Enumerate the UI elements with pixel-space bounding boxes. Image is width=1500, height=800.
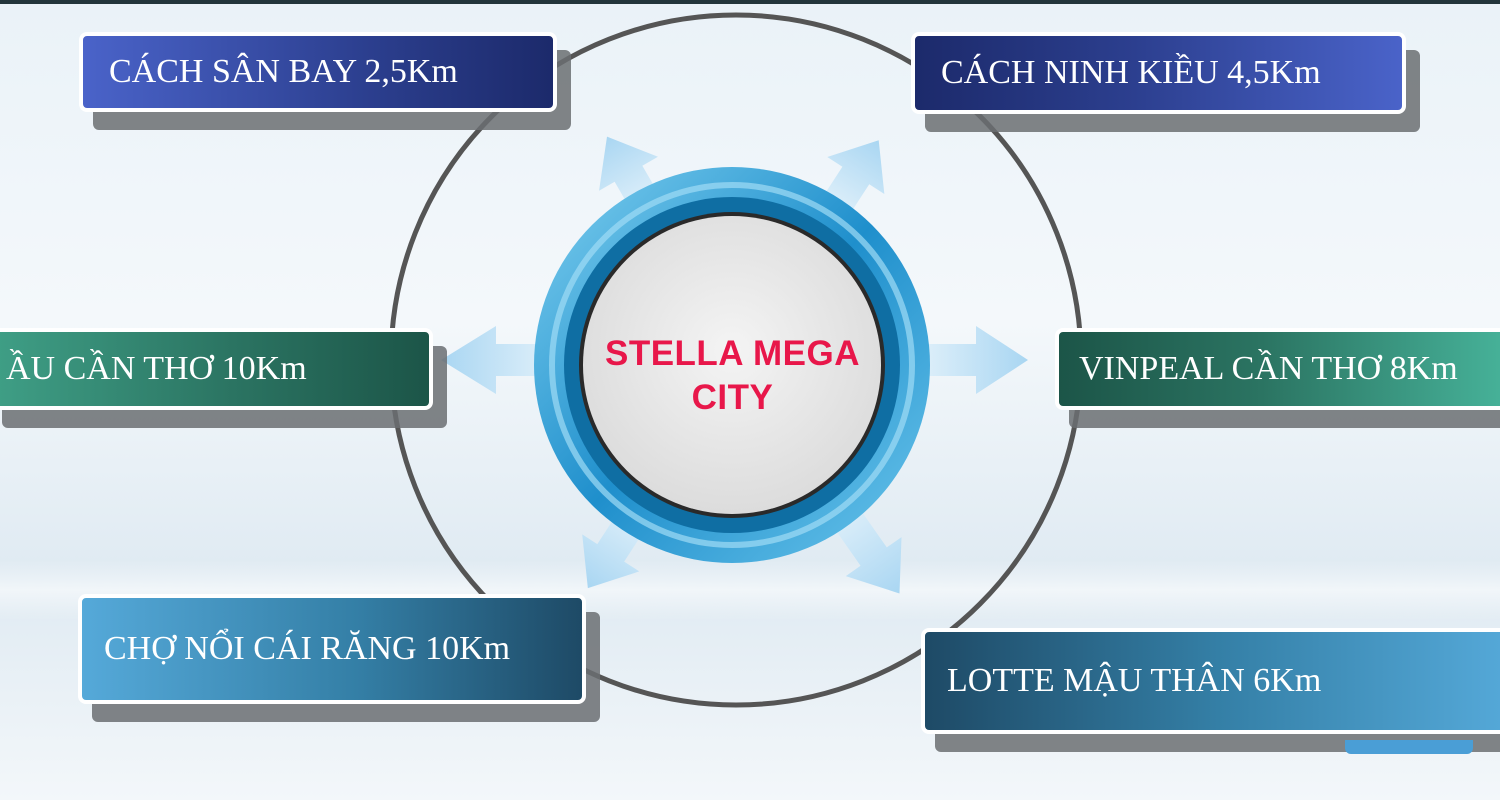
center-ring-highlight bbox=[549, 182, 915, 548]
location-box-lotte: LOTTE MẬU THÂN 6Km bbox=[921, 628, 1500, 752]
location-box-airport: CÁCH SÂN BAY 2,5Km bbox=[79, 32, 571, 130]
center-core bbox=[583, 216, 881, 514]
location-label-bridge: ẦU CẦN THƠ 10Km bbox=[0, 328, 433, 410]
location-box-vinpearl: VINPEAL CẦN THƠ 8Km bbox=[1055, 328, 1500, 428]
location-box-floating-market: CHỢ NỔI CÁI RĂNG 10Km bbox=[78, 594, 600, 722]
location-label-airport: CÁCH SÂN BAY 2,5Km bbox=[79, 32, 557, 112]
center-title-line2: CITY bbox=[691, 378, 774, 417]
location-label-ninh-kieu: CÁCH NINH KIỀU 4,5Km bbox=[911, 32, 1406, 114]
top-border bbox=[0, 0, 1500, 4]
arrow-right bbox=[906, 326, 1028, 394]
location-label-lotte: LOTTE MẬU THÂN 6Km bbox=[921, 628, 1500, 734]
center-title: STELLA MEGA CITY bbox=[580, 332, 885, 420]
location-box-bridge: ẦU CẦN THƠ 10Km bbox=[0, 328, 447, 428]
location-label-vinpearl: VINPEAL CẦN THƠ 8Km bbox=[1055, 328, 1500, 410]
center-title-line1: STELLA MEGA bbox=[604, 334, 861, 373]
arrow-left bbox=[441, 326, 566, 394]
location-label-floating-market: CHỢ NỔI CÁI RĂNG 10Km bbox=[78, 594, 586, 704]
decorative-tab bbox=[1345, 740, 1473, 754]
location-box-ninh-kieu: CÁCH NINH KIỀU 4,5Km bbox=[911, 32, 1420, 132]
